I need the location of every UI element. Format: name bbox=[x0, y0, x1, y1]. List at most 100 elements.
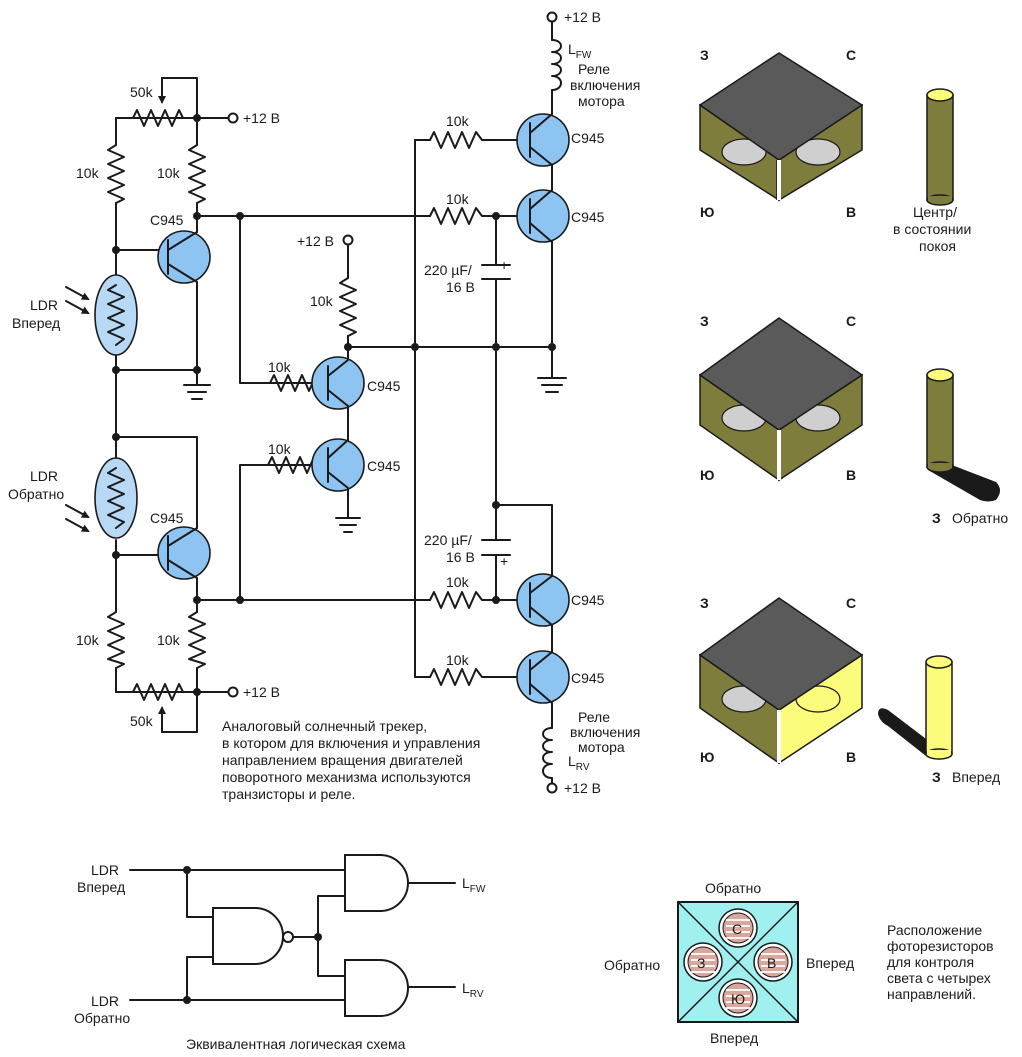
cap2-label-1: 220 µF/ bbox=[424, 532, 472, 548]
circuit-labels: 50k +12 В 10k 10k C945 LDR Вперед LDR Об… bbox=[8, 9, 640, 796]
sensor-box-labels: Обратно Обратно Вперед Вперед Расположен… bbox=[604, 880, 994, 1046]
q2-label: C945 bbox=[150, 510, 184, 526]
ldr-rev-label-2: Обратно bbox=[8, 486, 64, 502]
cap1-plus: + bbox=[500, 257, 508, 273]
q4-label: C945 bbox=[367, 458, 401, 474]
transistor-q2 bbox=[157, 526, 211, 580]
compass-north-2: С bbox=[846, 313, 856, 329]
state-1-line-3: покоя bbox=[919, 238, 956, 254]
sensor-desc-1: Расположение bbox=[887, 922, 982, 938]
block-2-compass: З С Ю В bbox=[700, 313, 856, 483]
terminals-left bbox=[227, 112, 239, 698]
transistor-q8 bbox=[516, 650, 570, 704]
junction-dots bbox=[112, 114, 556, 696]
compass-south-2: Ю bbox=[700, 467, 714, 483]
logic-title: Эквивалентная логическая схема bbox=[186, 1036, 406, 1052]
sensor-left-label: Обратно bbox=[604, 957, 660, 973]
cap1-label-2: 16 В bbox=[446, 279, 475, 295]
plus12-terminal-top bbox=[546, 11, 558, 23]
center-wires bbox=[267, 139, 521, 678]
stick-reverse bbox=[926, 368, 1000, 502]
compass-east-2: В bbox=[846, 467, 856, 483]
relay-fw-label-2: включения bbox=[570, 77, 640, 93]
sensor-block-rest bbox=[698, 52, 864, 202]
sensor-east-letter: В bbox=[767, 955, 776, 971]
logic-wires bbox=[129, 869, 456, 1001]
sensor-desc-2: фоторезисторов bbox=[887, 938, 994, 954]
compass-south-3: Ю bbox=[700, 749, 714, 765]
logic-out2: LRV bbox=[462, 980, 484, 1000]
sensor-south-letter: Ю bbox=[731, 991, 745, 1007]
ldr-reverse bbox=[65, 457, 138, 539]
pot-bottom-label: 50k bbox=[130, 713, 154, 729]
resistors-center bbox=[267, 131, 489, 686]
r-label-6: 10k bbox=[268, 359, 292, 375]
state-2-letter: З bbox=[932, 510, 941, 526]
state-forward-label: З Вперед bbox=[932, 769, 1000, 785]
sensor-east: В bbox=[753, 942, 793, 982]
r-label-10: 10k bbox=[446, 574, 470, 590]
sensor-south: Ю bbox=[718, 978, 758, 1018]
capacitor-1 bbox=[481, 264, 511, 280]
ldr-rev-label-1: LDR bbox=[30, 468, 58, 484]
lrv-label: LRV bbox=[568, 753, 590, 773]
sensor-north: С bbox=[718, 908, 758, 948]
r-label-3: 10k bbox=[76, 632, 100, 648]
compass-west-3: З bbox=[700, 595, 709, 611]
state-1-line-2: в состоянии bbox=[893, 221, 971, 237]
state-3-word: Вперед bbox=[952, 769, 1000, 785]
r-label-2: 10k bbox=[157, 165, 181, 181]
logic-out1: LFW bbox=[462, 875, 486, 895]
transistor-q4 bbox=[311, 438, 365, 492]
r-label-9: 10k bbox=[446, 191, 470, 207]
capacitor-2 bbox=[481, 539, 511, 556]
relay-coil-rv bbox=[542, 727, 553, 779]
logic-in2-a: LDR bbox=[91, 993, 119, 1009]
logic-dots bbox=[183, 866, 322, 1004]
plus12-label-4: +12 В bbox=[564, 9, 601, 25]
caption: Аналоговый солнечный трекер, в котором д… bbox=[222, 718, 480, 802]
r-label-5: 10k bbox=[310, 293, 334, 309]
r-label-4: 10k bbox=[157, 632, 181, 648]
transistor-q1 bbox=[157, 230, 211, 284]
compass-north-1: С bbox=[846, 47, 856, 63]
state-2-word: Обратно bbox=[952, 510, 1008, 526]
cap2-plus: + bbox=[500, 553, 508, 569]
state-reverse-label: З Обратно bbox=[932, 510, 1008, 526]
ldr-forward bbox=[65, 274, 138, 356]
compass-south-1: Ю bbox=[700, 204, 714, 220]
plus12-label-1: +12 В bbox=[243, 110, 280, 126]
caption-line-5: транзисторы и реле. bbox=[222, 786, 355, 802]
sensor-desc-5: направлений. bbox=[887, 986, 976, 1002]
sensor-desc-4: света с четырех bbox=[887, 970, 991, 986]
caption-line-2: в котором для включения и управления bbox=[222, 735, 480, 751]
transistor-q5 bbox=[516, 113, 570, 167]
relay-fw-label-1: Реле bbox=[578, 61, 610, 77]
cap2-label-2: 16 В bbox=[446, 549, 475, 565]
sensor-block-forward bbox=[698, 597, 864, 765]
sensor-desc-3: для контроля bbox=[887, 954, 974, 970]
sensor-bottom-label: Вперед bbox=[710, 1030, 758, 1046]
lfw-label: LFW bbox=[568, 41, 592, 61]
state-rest-label: Центр/ в состоянии покоя bbox=[893, 204, 971, 254]
stick-rest bbox=[926, 88, 954, 206]
sensor-top-label: Обратно bbox=[705, 880, 761, 896]
plus12-label-5: +12 В bbox=[564, 780, 601, 796]
compass-east-1: В bbox=[846, 204, 856, 220]
sensor-block-reverse bbox=[698, 317, 864, 482]
q1-label: C945 bbox=[150, 212, 184, 228]
pot-top-label: 50k bbox=[130, 84, 154, 100]
ldr-fwd-label-1: LDR bbox=[30, 297, 58, 313]
caption-line-1: Аналоговый солнечный трекер, bbox=[222, 718, 427, 734]
transistor-q7 bbox=[516, 573, 570, 627]
relay-rv-label-3: мотора bbox=[578, 739, 625, 755]
logic-in2-b: Обратно bbox=[74, 1010, 130, 1026]
stick-forward bbox=[878, 655, 953, 760]
transistor-q6 bbox=[516, 189, 570, 243]
cap1-label-1: 220 µF/ bbox=[424, 262, 472, 278]
sensor-west: З bbox=[683, 942, 723, 982]
state-3-letter: З bbox=[932, 769, 941, 785]
compass-west-1: З bbox=[700, 47, 709, 63]
plus12-label-3: +12 В bbox=[297, 233, 334, 249]
